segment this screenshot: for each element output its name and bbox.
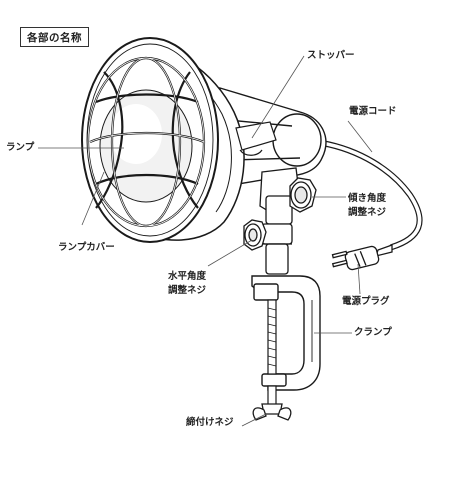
tilt-angle-knob xyxy=(289,177,317,213)
label-horizontal-angle-line2: 調整ネジ xyxy=(168,285,207,296)
leader-tightening-screw xyxy=(241,413,267,427)
leader-lines xyxy=(38,55,373,427)
label-horizontal-angle-line1: 水平角度 xyxy=(168,271,207,282)
lamp-bulb xyxy=(99,89,193,203)
clamp-body xyxy=(251,275,321,391)
horizontal-angle-knob xyxy=(243,219,267,251)
power-plug xyxy=(331,244,393,271)
clamp-screw xyxy=(267,299,277,407)
label-power-plug: 電源プラグ xyxy=(342,296,390,307)
label-tilt-angle-line2: 調整ネジ xyxy=(348,207,387,218)
swivel-neck xyxy=(261,223,293,275)
leader-power-cord xyxy=(347,120,373,153)
label-lamp-cover: ランプカバー xyxy=(58,242,115,253)
diagram-title: 各部の名称 xyxy=(20,27,89,47)
label-stopper: ストッパー xyxy=(307,50,355,61)
label-clamp: クランプ xyxy=(354,327,392,338)
label-lamp: ランプ xyxy=(6,142,35,153)
leader-stopper xyxy=(251,55,305,139)
leader-lamp-cover xyxy=(81,171,105,226)
leader-horizontal-knob xyxy=(207,239,253,267)
label-power-cord: 電源コード xyxy=(349,106,397,117)
label-tightening-screw: 締付けネジ xyxy=(186,417,234,428)
label-tilt-angle-line1: 傾き角度 xyxy=(348,193,387,204)
power-cord xyxy=(319,140,423,250)
stopper xyxy=(235,121,277,156)
leader-power-plug xyxy=(357,263,361,295)
lamp-cover-guard-inner xyxy=(87,57,205,227)
tightening-screw-wing xyxy=(252,403,292,421)
